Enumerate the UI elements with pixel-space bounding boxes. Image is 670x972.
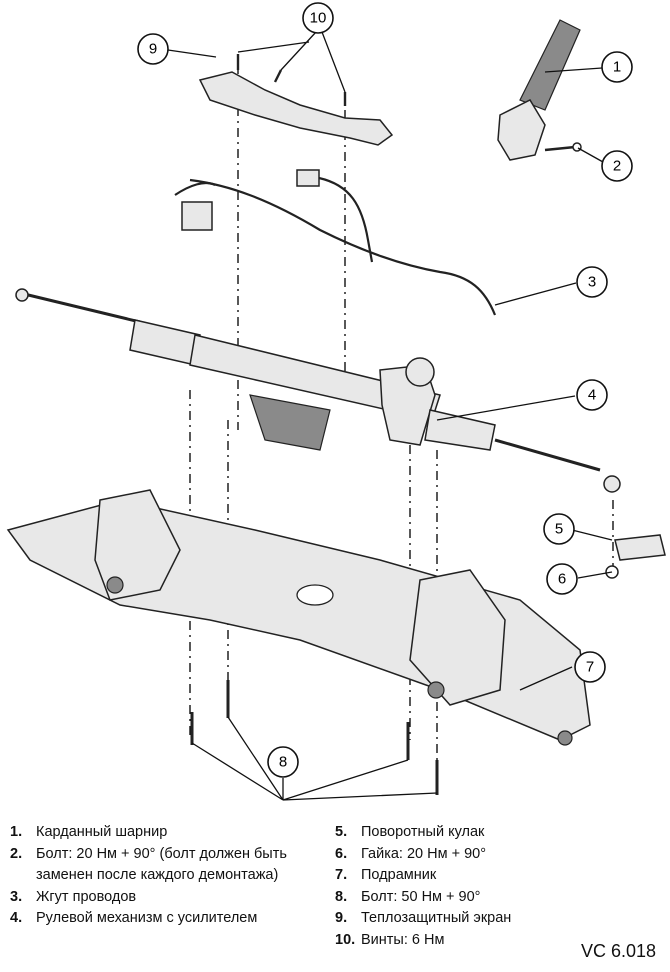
- svg-text:5: 5: [555, 521, 563, 538]
- legend-item: 1.Карданный шарнир: [10, 824, 168, 840]
- svg-text:10: 10: [310, 10, 327, 27]
- callout-1: 1: [601, 51, 633, 83]
- svg-text:7: 7: [586, 659, 594, 676]
- legend-item: 10.Винты: 6 Нм: [335, 931, 445, 948]
- callout-5: 5: [543, 513, 575, 545]
- exploded-view-diagram: 1 2 3 4 5 6 7 8 9 10: [6, 2, 666, 801]
- svg-text:4: 4: [588, 387, 596, 404]
- wiring-harness: [174, 169, 497, 316]
- legend-item: 8.Болт: 50 Нм + 90°: [335, 888, 481, 905]
- steering-rack: [15, 288, 621, 493]
- universal-joint: [497, 19, 581, 161]
- callout-2: 2: [601, 150, 633, 182]
- figure-code: VC 6.018: [580, 941, 656, 961]
- svg-text:9: 9: [149, 41, 157, 58]
- legend-right: 5.Поворотный кулак 6.Гайка: 20 Нм + 90° …: [335, 822, 575, 951]
- callout-8: 8: [267, 746, 299, 778]
- subframe: [6, 489, 591, 746]
- bolt-icon: [190, 680, 439, 795]
- legend-item: 2.Болт: 20 Нм + 90° (болт должен быть за…: [10, 845, 287, 884]
- svg-text:3: 3: [588, 274, 596, 291]
- callout-4: 4: [576, 379, 608, 411]
- svg-text:2: 2: [613, 158, 621, 175]
- svg-text:1: 1: [613, 59, 621, 76]
- svg-text:6: 6: [558, 571, 566, 588]
- screw-icon: [236, 54, 347, 106]
- callout-7: 7: [574, 651, 606, 683]
- bolt-icon: [544, 142, 582, 152]
- legend-item: 6.Гайка: 20 Нм + 90°: [335, 845, 487, 862]
- callout-3: 3: [576, 266, 608, 298]
- legend-item: 4.Рулевой механизм с усилителем: [10, 910, 258, 926]
- callout-9: 9: [137, 33, 169, 65]
- legend-item: 9.Теплозащитный экран: [335, 910, 512, 926]
- legend-item: 5.Поворотный кулак: [335, 824, 485, 840]
- callout-10: 10: [302, 2, 334, 34]
- legend-left: 1.Карданный шарнир 2.Болт: 20 Нм + 90° (…: [10, 822, 310, 930]
- steering-knuckle: [614, 534, 666, 561]
- callout-6: 6: [546, 563, 578, 595]
- heat-shield: [198, 71, 394, 146]
- svg-text:8: 8: [279, 754, 287, 771]
- legend-item: 3.Жгут проводов: [10, 888, 137, 905]
- legend-item: 7.Подрамник: [335, 867, 437, 883]
